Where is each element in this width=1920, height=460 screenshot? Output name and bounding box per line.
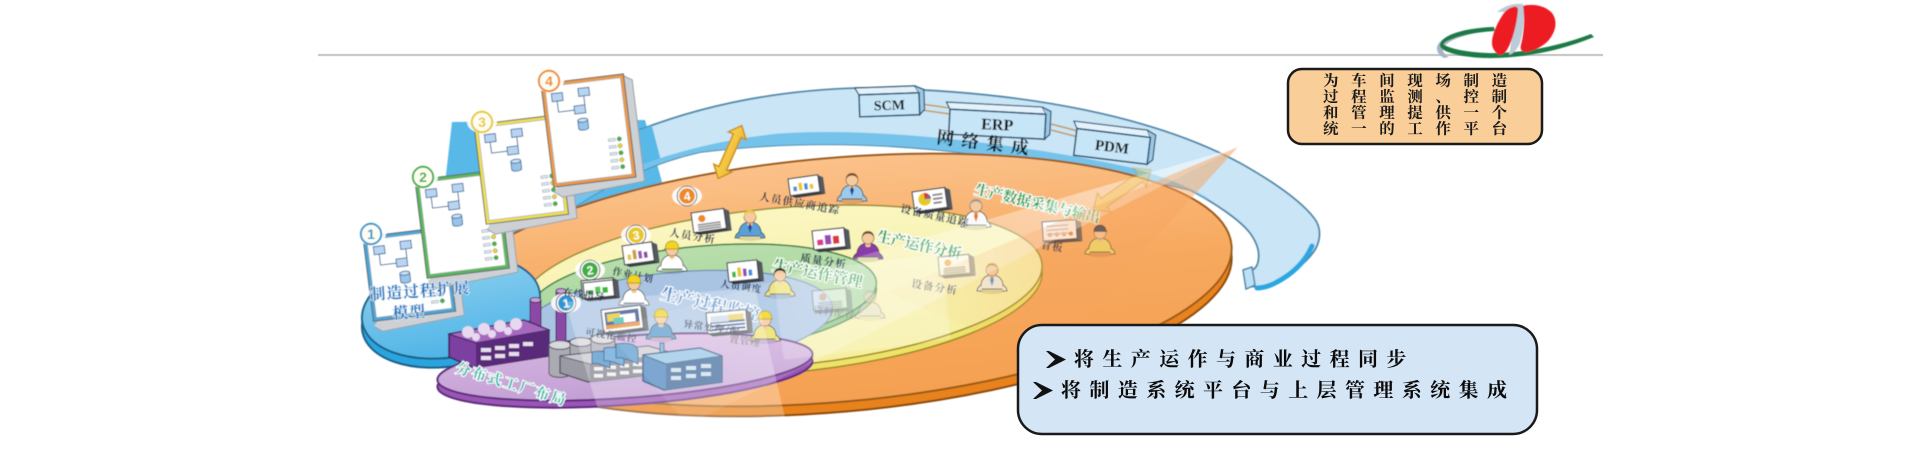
- svg-text:SCM: SCM: [874, 98, 906, 114]
- svg-text:2: 2: [419, 169, 427, 185]
- svg-text:2: 2: [586, 263, 595, 278]
- svg-text:4: 4: [545, 73, 553, 89]
- svg-text:PDM: PDM: [1094, 138, 1130, 158]
- svg-text:3: 3: [478, 114, 486, 130]
- svg-text:3: 3: [632, 228, 641, 243]
- svg-text:1: 1: [367, 226, 375, 242]
- svg-text:4: 4: [683, 189, 692, 204]
- svg-text:ERP: ERP: [981, 116, 1014, 135]
